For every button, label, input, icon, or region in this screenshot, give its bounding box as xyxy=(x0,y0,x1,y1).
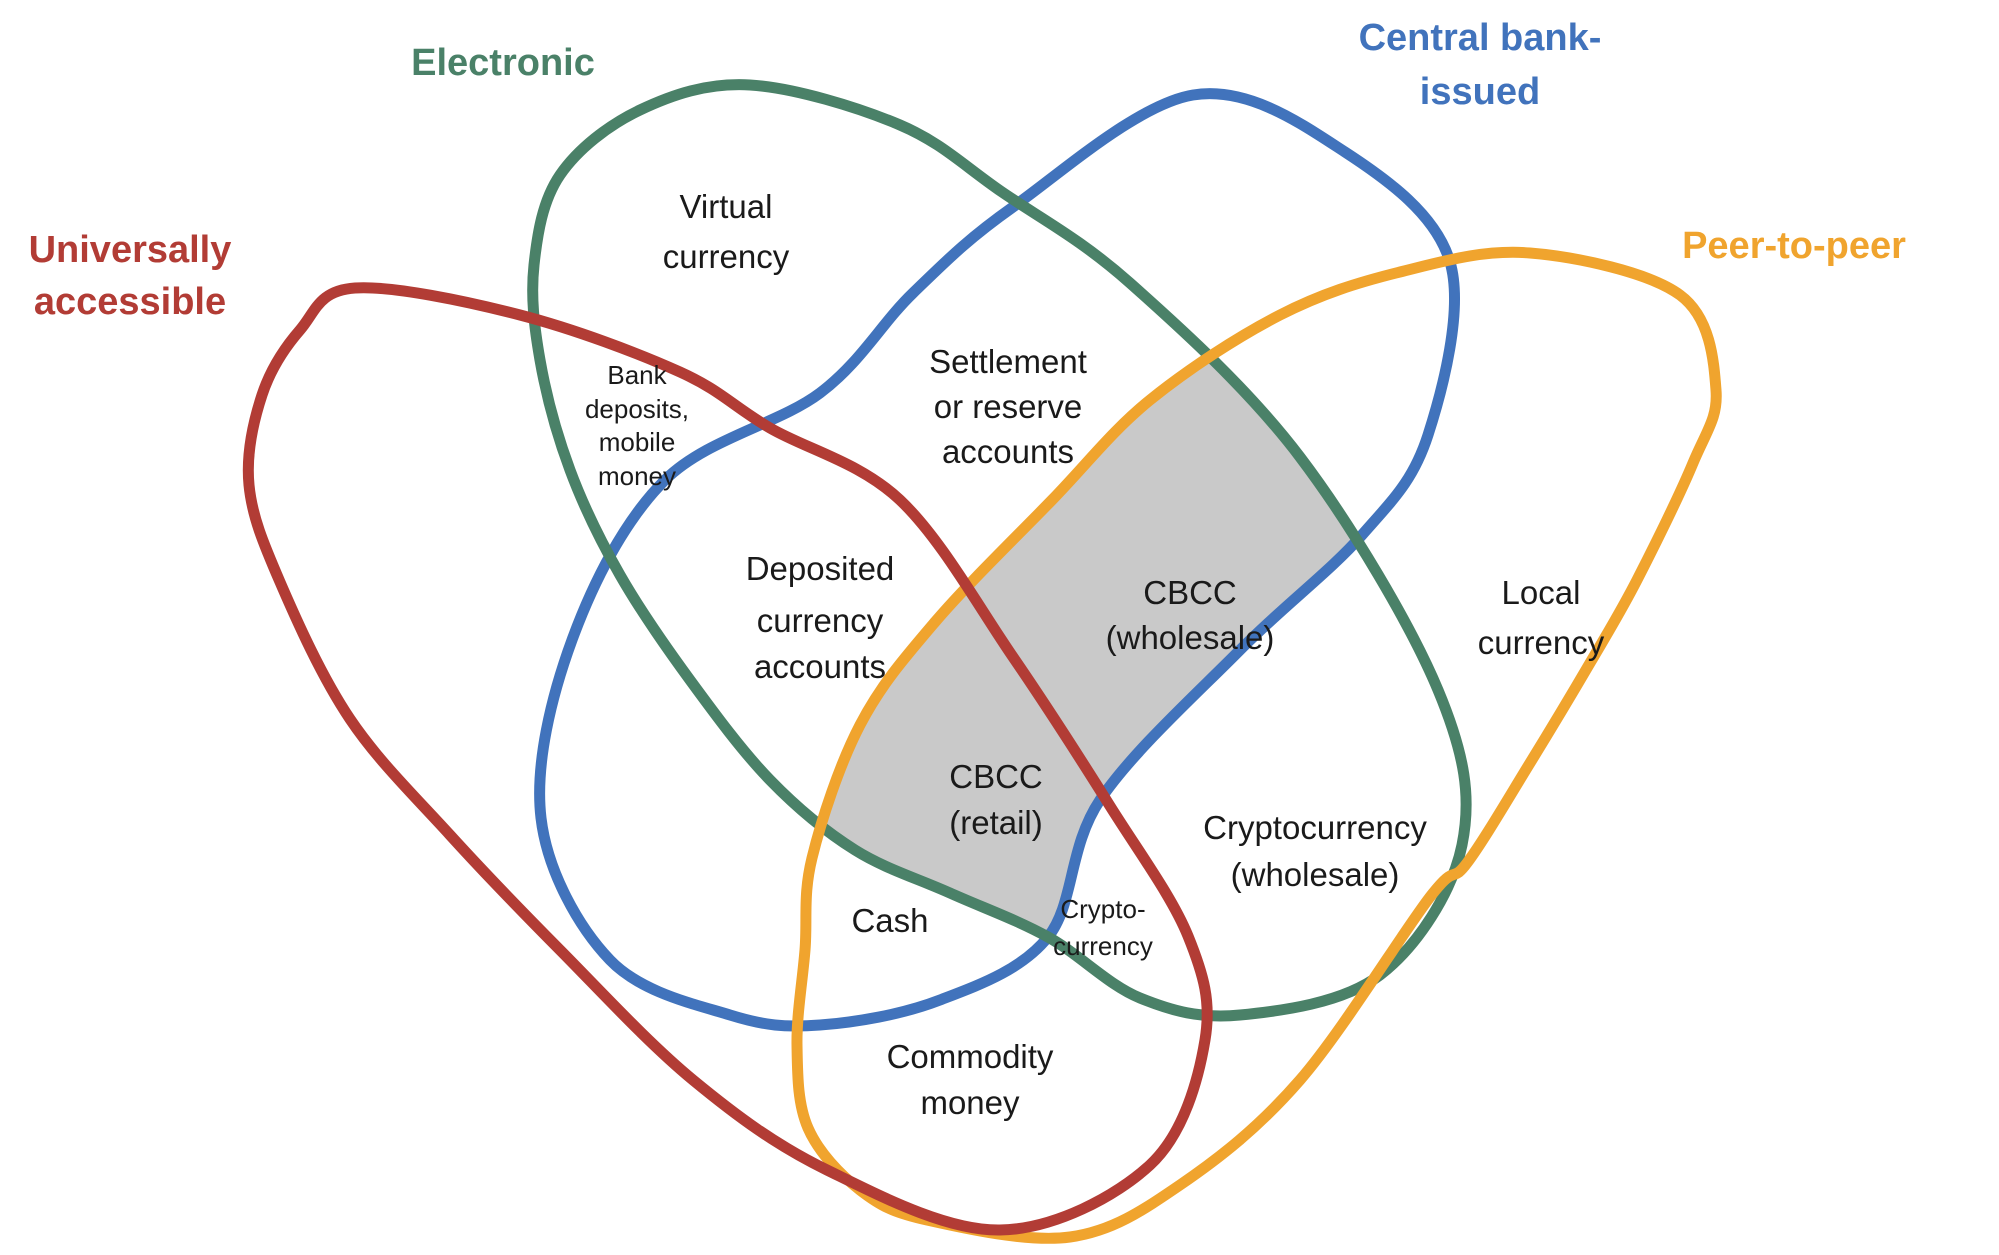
settlement-accounts-label-line1: Settlement xyxy=(929,343,1087,380)
deposited-currency-accounts-label-line1: Deposited xyxy=(746,550,895,587)
local-currency-label-line1: Local xyxy=(1502,574,1581,611)
universally-accessible-label-line1: Universally xyxy=(29,229,232,271)
cbcc-retail-label-line1: CBCC xyxy=(949,758,1043,795)
deposited-currency-accounts-label-line3: accounts xyxy=(754,648,886,685)
settlement-accounts-label-line3: accounts xyxy=(942,433,1074,470)
local-currency-label-line2: currency xyxy=(1478,624,1605,661)
bank-deposits-label-line1: Bank xyxy=(607,360,667,390)
cbcc-retail-label-line2: (retail) xyxy=(949,804,1043,841)
crypto-currency-label-line2: currency xyxy=(1053,931,1153,961)
bank-deposits-label-line2: deposits, xyxy=(585,394,689,424)
cryptocurrency-wholesale-label-line2: (wholesale) xyxy=(1231,856,1400,893)
central-bank-issued-label-line1: Central bank- xyxy=(1359,17,1602,59)
cryptocurrency-wholesale-label-line1: Cryptocurrency xyxy=(1203,809,1427,846)
universally-accessible-label-line2: accessible xyxy=(34,281,226,323)
crypto-currency-label-line1: Crypto- xyxy=(1060,894,1145,924)
cbcc-wholesale-label-line1: CBCC xyxy=(1143,574,1237,611)
electronic-label: Electronic xyxy=(411,42,595,84)
bank-deposits-label-line3: mobile xyxy=(599,427,676,457)
universally-accessible-ellipse xyxy=(242,282,1213,1236)
deposited-currency-accounts-label-line2: currency xyxy=(757,602,884,639)
central-bank-issued-ellipse xyxy=(534,88,1460,1032)
cash-label: Cash xyxy=(851,902,928,939)
commodity-money-label-line1: Commodity xyxy=(887,1038,1054,1075)
bank-deposits-label-line4: money xyxy=(598,461,676,491)
virtual-currency-label-line2: currency xyxy=(663,238,790,275)
electronic-ellipse xyxy=(527,79,1472,1022)
commodity-money-label-line2: money xyxy=(920,1084,1020,1121)
central-bank-issued-label-line2: issued xyxy=(1420,71,1540,113)
peer-to-peer-label: Peer-to-peer xyxy=(1682,225,1906,267)
settlement-accounts-label-line2: or reserve xyxy=(934,388,1083,425)
cbcc-wholesale-label-line2: (wholesale) xyxy=(1106,619,1275,656)
virtual-currency-label-line1: Virtual xyxy=(680,188,773,225)
